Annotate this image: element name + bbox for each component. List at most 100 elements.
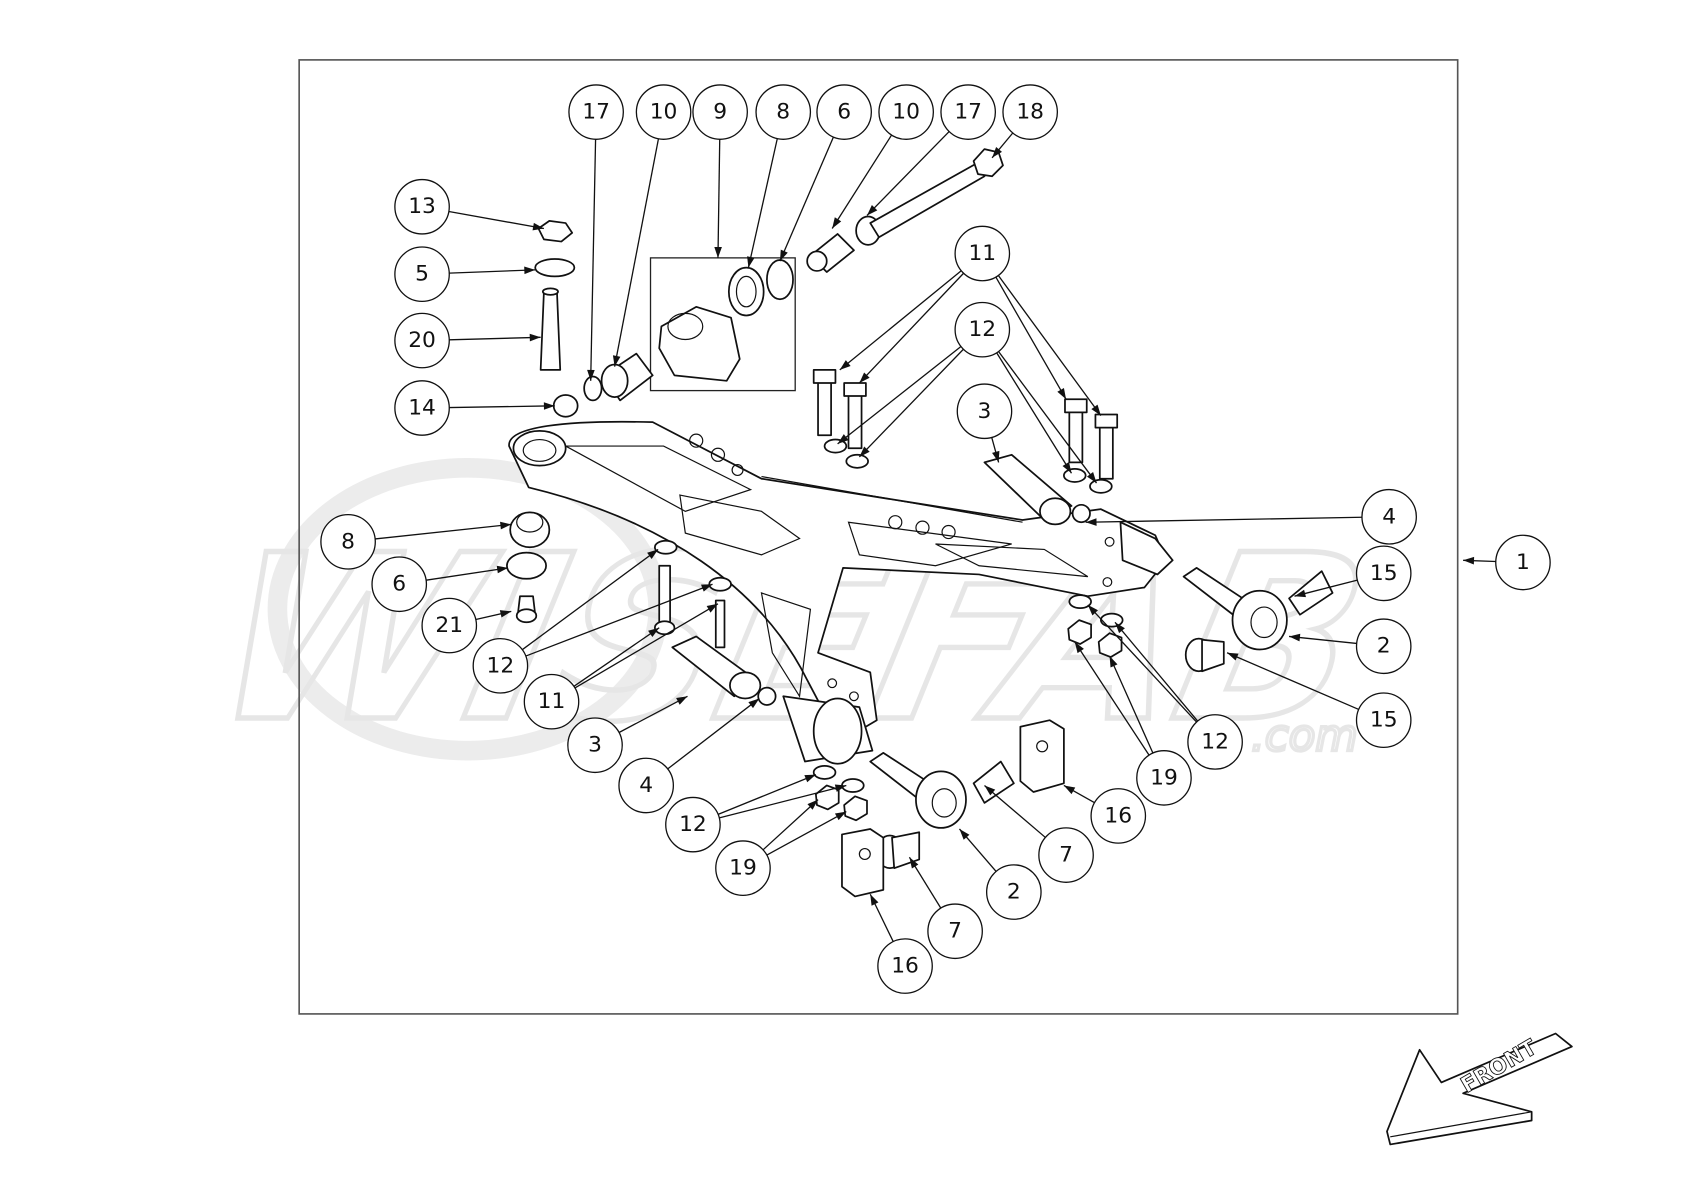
part-balloon: 2 — [986, 864, 1042, 920]
balloon-circle — [755, 84, 812, 140]
part-balloon: 12 — [954, 301, 1011, 358]
arrowhead-icon — [1087, 604, 1099, 616]
balloon-number: 12 — [1201, 729, 1229, 754]
leader-line — [717, 773, 817, 815]
leader-line — [525, 583, 713, 657]
bracket-detail-frame — [649, 257, 796, 392]
balloon-number: 13 — [408, 194, 436, 219]
part-balloon: 2 — [1355, 618, 1412, 675]
balloon-number: 2 — [1007, 880, 1021, 905]
balloon-circle — [1038, 827, 1094, 883]
balloon-number: 12 — [487, 653, 515, 678]
leader-line — [1074, 641, 1150, 756]
balloon-number: 21 — [435, 613, 463, 638]
leader-line — [1289, 635, 1357, 645]
arrowhead-icon — [748, 698, 760, 709]
balloon-number: 10 — [892, 100, 920, 125]
part-balloon: 17 — [940, 84, 997, 140]
leader-line — [449, 405, 555, 409]
arrowhead-icon — [747, 256, 755, 268]
part-balloon: 11 — [523, 673, 580, 730]
leader-line — [573, 627, 660, 687]
balloon-number: 12 — [968, 317, 996, 342]
balloon-circle — [1355, 545, 1412, 602]
arrowhead-icon — [1109, 656, 1118, 668]
leader-line — [1226, 652, 1359, 711]
arrowhead-icon — [587, 369, 595, 381]
part-balloon: 19 — [715, 840, 771, 896]
arrowhead-icon — [870, 894, 879, 906]
part-balloon: 20 — [394, 312, 450, 369]
front-label: FRONT — [1457, 1035, 1542, 1098]
balloon-number: 4 — [639, 773, 653, 798]
part-balloon: 1 — [1495, 534, 1551, 591]
part-balloon: 19 — [1136, 750, 1192, 806]
part-balloon: 13 — [394, 178, 450, 235]
balloon-circle — [1355, 618, 1412, 675]
leader-line — [426, 567, 509, 581]
leader-line — [521, 548, 659, 651]
arrowhead-icon — [1074, 641, 1084, 654]
arrowhead-icon — [532, 222, 544, 231]
balloon-number: 7 — [1059, 843, 1073, 868]
balloon-circle — [877, 938, 933, 994]
part-balloon: 16 — [1090, 788, 1147, 844]
arrowhead-icon — [676, 696, 688, 705]
balloon-number: 15 — [1370, 561, 1398, 586]
balloon-circle — [1361, 488, 1417, 545]
arrowhead-icon — [859, 446, 870, 457]
arrowhead-icon — [779, 249, 788, 262]
leader-lines — [375, 131, 1496, 942]
leader-line — [995, 276, 1067, 400]
arrowhead-icon — [1289, 633, 1301, 642]
balloon-number: 18 — [1016, 100, 1044, 125]
part-balloon: 15 — [1355, 545, 1412, 602]
arrowhead-icon — [612, 355, 621, 367]
arrowhead-icon — [1227, 652, 1239, 661]
arrowhead-icon — [1085, 518, 1097, 526]
balloon-number: 11 — [968, 241, 996, 266]
balloon-number: 2 — [1377, 634, 1391, 659]
part-balloon: 16 — [877, 938, 933, 994]
balloon-circle — [568, 84, 624, 140]
balloon-circle — [692, 84, 748, 140]
balloon-circle — [715, 840, 771, 896]
balloon-number: 3 — [978, 399, 992, 424]
arrowhead-icon — [984, 785, 996, 796]
arrowhead-icon — [543, 402, 555, 410]
part-balloon: 18 — [1002, 84, 1059, 140]
leader-line — [996, 352, 1073, 474]
leader-line — [448, 210, 545, 230]
balloon-circle — [1187, 714, 1243, 770]
arrowhead-icon — [647, 549, 659, 559]
arrowhead-icon — [1063, 785, 1076, 795]
part-balloon: 4 — [618, 757, 675, 814]
arrowhead-icon — [1062, 462, 1072, 474]
leader-line — [762, 799, 819, 851]
balloon-circle — [523, 673, 580, 730]
balloon-number: 20 — [408, 328, 436, 353]
arrowhead-icon — [837, 434, 849, 444]
part-balloon: 5 — [394, 246, 450, 303]
balloon-circle — [567, 717, 623, 774]
leader-line — [1085, 516, 1362, 523]
balloon-number: 6 — [837, 100, 851, 125]
balloon-number: 16 — [1104, 803, 1132, 828]
balloon-circle — [927, 903, 983, 960]
leader-line — [779, 136, 834, 262]
balloon-number: 12 — [679, 812, 707, 837]
leader-line — [1087, 604, 1198, 723]
leader-line — [719, 784, 847, 819]
balloon-circle — [394, 312, 450, 369]
leader-line — [766, 811, 847, 856]
part-balloon: 7 — [927, 903, 983, 960]
leader-line — [667, 697, 760, 770]
part-balloon: 14 — [394, 380, 450, 436]
balloon-number: 15 — [1370, 708, 1398, 733]
leader-line — [866, 131, 950, 216]
balloon-circle — [940, 84, 997, 140]
arrowhead-icon — [866, 205, 878, 216]
leader-line — [858, 272, 965, 384]
balloon-number: 7 — [948, 919, 962, 944]
part-balloon: 17 — [568, 84, 624, 140]
